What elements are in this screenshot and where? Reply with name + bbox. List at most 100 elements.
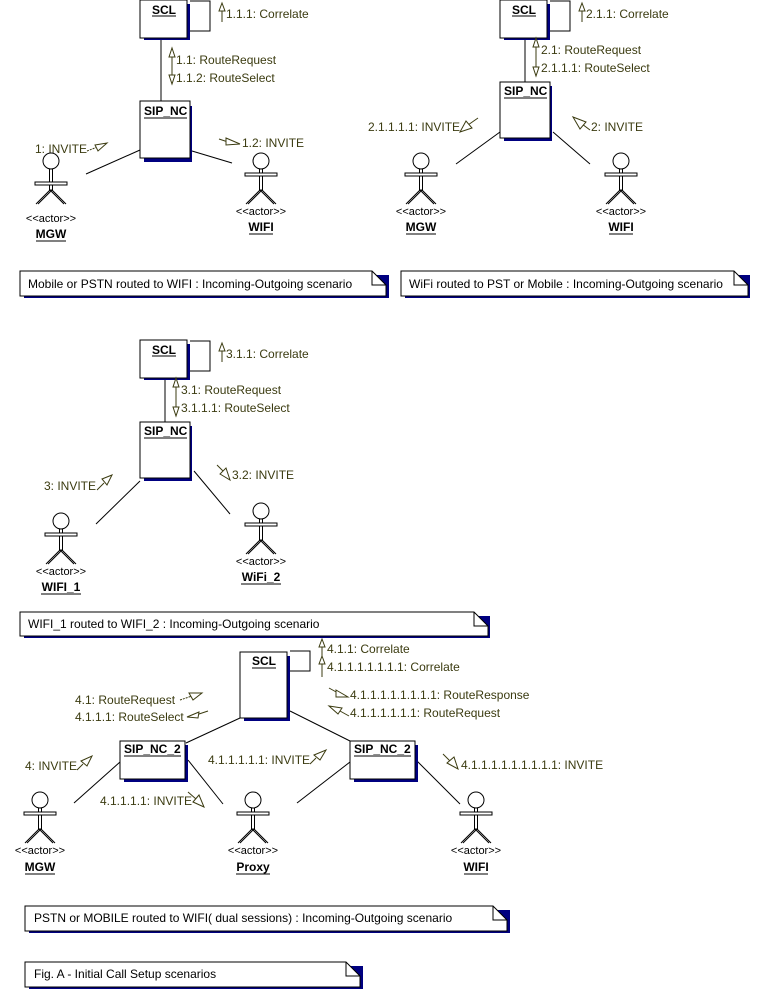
message-arrow-up-icon bbox=[218, 1, 226, 22]
message-label: 4.1.1.1.1.1.1.1: Correlate bbox=[327, 660, 460, 674]
message-label: 1.1.2: RouteSelect bbox=[176, 71, 275, 85]
message-label: 4.1.1.1.1: INVITE bbox=[100, 794, 192, 808]
message-label: 4.1.1: Correlate bbox=[327, 642, 410, 656]
svg-text:SCL: SCL bbox=[152, 3, 176, 17]
svg-text:<<actor>>: <<actor>> bbox=[236, 556, 286, 568]
link-sipnc-mgw bbox=[85, 149, 141, 175]
message-label: 4.1.1.1.1.1.1.1.1: RouteResponse bbox=[350, 688, 530, 702]
figure-caption-note: Fig. A - Initial Call Setup scenarios bbox=[24, 961, 363, 989]
message-arrow-updown-icon bbox=[532, 36, 540, 78]
actor-wifi1[interactable]: <<actor>> WIFI_1 bbox=[36, 512, 86, 595]
message-arrow-diagonal-icon bbox=[442, 753, 459, 771]
message-label: 2: INVITE bbox=[591, 120, 643, 134]
message-arrow-up-icon bbox=[578, 1, 586, 22]
link-sipnc-wifi bbox=[191, 150, 233, 164]
message-label: 1.1.1: Correlate bbox=[226, 7, 309, 21]
self-link-scl bbox=[190, 0, 211, 32]
message-arrow-diagonal-icon bbox=[86, 142, 109, 152]
svg-text:WIFI_1: WIFI_1 bbox=[42, 580, 81, 594]
link-sipnc-wifi1 bbox=[95, 480, 141, 525]
message-arrow-up-icon bbox=[318, 637, 326, 677]
message-label: 2.1.1: Correlate bbox=[586, 7, 669, 21]
svg-text:Fig. A - Initial Call Setup sc: Fig. A - Initial Call Setup scenarios bbox=[34, 967, 216, 981]
svg-text:WiFi_2: WiFi_2 bbox=[242, 570, 281, 584]
object-sipnc[interactable]: SIP_NC bbox=[139, 421, 192, 481]
message-arrow-diagonal-icon bbox=[186, 710, 209, 719]
link-sipnc-wifi bbox=[552, 131, 591, 165]
message-arrow-updown-icon bbox=[168, 46, 176, 86]
svg-text:<<actor>>: <<actor>> bbox=[26, 213, 76, 225]
message-arrow-updown-icon bbox=[172, 376, 180, 418]
svg-text:WIFI_1 routed to WIFI_2 : Inco: WIFI_1 routed to WIFI_2 : Incoming-Outgo… bbox=[28, 617, 320, 631]
message-label: 3.2: INVITE bbox=[232, 468, 294, 482]
stick-figure-icon bbox=[44, 512, 78, 565]
self-link-scl bbox=[550, 0, 571, 32]
message-arrow-diagonal-icon bbox=[328, 687, 350, 698]
svg-text:WIFI: WIFI bbox=[608, 220, 633, 234]
scenario-note: WIFI_1 routed to WIFI_2 : Incoming-Outgo… bbox=[19, 611, 490, 638]
actor-mgw[interactable]: <<actor>> MGW bbox=[396, 152, 446, 235]
message-label: 4.1.1.1: RouteSelect bbox=[75, 710, 184, 724]
object-scl[interactable]: SCL bbox=[139, 0, 190, 40]
message-arrow-diagonal-icon bbox=[187, 791, 205, 808]
actor-wifi[interactable]: <<actor>> WIFI bbox=[236, 152, 286, 235]
message-label: 4.1.1.1.1.1.1.1.1.1: INVITE bbox=[461, 758, 603, 772]
message-label: 1.2: INVITE bbox=[242, 136, 304, 150]
actor-wifi2[interactable]: <<actor>> WiFi_2 bbox=[236, 502, 286, 585]
scenario-note: PSTN or MOBILE routed to WIFI( dual sess… bbox=[24, 905, 510, 933]
svg-text:MGW: MGW bbox=[25, 860, 56, 874]
svg-text:WIFI: WIFI bbox=[248, 220, 273, 234]
object-sipnc[interactable]: SIP_NC bbox=[499, 81, 552, 141]
stick-figure-icon bbox=[23, 791, 57, 844]
object-sipnc2-left[interactable]: SIP_NC_2 bbox=[119, 740, 188, 782]
actor-wifi[interactable]: <<actor>> WIFI bbox=[451, 791, 501, 875]
object-scl[interactable]: SCL bbox=[499, 0, 550, 40]
stick-figure-icon bbox=[244, 502, 278, 555]
stick-figure-icon bbox=[236, 791, 270, 844]
message-arrow-diagonal-icon bbox=[96, 474, 114, 491]
message-label: 4: INVITE bbox=[25, 759, 77, 773]
svg-text:<<actor>>: <<actor>> bbox=[15, 845, 65, 857]
svg-text:SCL: SCL bbox=[152, 343, 176, 357]
object-sipnc2-right[interactable]: SIP_NC_2 bbox=[349, 740, 418, 782]
message-label: 4.1.1.1.1.1: INVITE bbox=[208, 753, 310, 767]
message-arrow-diagonal-icon bbox=[218, 137, 241, 146]
message-label: 4.1: RouteRequest bbox=[75, 693, 176, 707]
message-label: 3.1.1.1: RouteSelect bbox=[181, 401, 290, 415]
message-arrow-diagonal-icon bbox=[571, 116, 591, 131]
stick-figure-icon bbox=[404, 152, 438, 205]
message-arrow-up-icon bbox=[218, 341, 226, 362]
link-sipnc2b-wifi bbox=[415, 759, 461, 805]
link-scl-sipnc2b bbox=[289, 710, 351, 742]
message-arrow-diagonal-icon bbox=[76, 754, 94, 771]
svg-text:<<actor>>: <<actor>> bbox=[36, 566, 86, 578]
svg-text:SCL: SCL bbox=[512, 3, 536, 17]
link-sipnc2b-proxy bbox=[296, 761, 351, 804]
stick-figure-icon bbox=[459, 791, 493, 844]
message-label: 1: INVITE bbox=[35, 142, 87, 156]
actor-mgw[interactable]: <<actor>> MGW bbox=[26, 152, 76, 242]
svg-text:SCL: SCL bbox=[252, 654, 276, 668]
scenario-4: SCL SIP_NC_2 SIP_NC_2 4.1.1: Correlate 4… bbox=[15, 637, 603, 933]
stick-figure-icon bbox=[244, 152, 278, 205]
message-label: 3.1.1: Correlate bbox=[226, 347, 309, 361]
object-sipnc[interactable]: SIP_NC bbox=[139, 100, 192, 162]
object-scl[interactable]: SCL bbox=[139, 339, 190, 380]
object-scl[interactable]: SCL bbox=[239, 651, 290, 721]
svg-text:SIP_NC: SIP_NC bbox=[144, 104, 188, 118]
message-label: 3: INVITE bbox=[44, 479, 96, 493]
actor-wifi[interactable]: <<actor>> WIFI bbox=[596, 152, 646, 235]
scenario-3: SCL SIP_NC 3.1.1: Correlate 3.1: RouteRe… bbox=[19, 339, 490, 638]
message-label: 2.1.1.1: RouteSelect bbox=[541, 61, 650, 75]
scenario-1: SCL SIP_NC 1.1.1: Correlate 1.1: RouteRe… bbox=[19, 0, 389, 298]
link-sipnc-wifi2 bbox=[193, 470, 231, 515]
actor-mgw[interactable]: <<actor>> MGW bbox=[15, 791, 65, 875]
scenario-2: SCL SIP_NC 2.1.1: Correlate 2.1: RouteRe… bbox=[368, 0, 750, 298]
actor-proxy[interactable]: <<actor>> Proxy bbox=[228, 791, 278, 875]
self-link-scl bbox=[290, 650, 311, 672]
message-arrow-diagonal-icon bbox=[179, 692, 204, 701]
svg-text:MGW: MGW bbox=[36, 227, 67, 241]
svg-text:Mobile or PSTN routed to WIFI: Mobile or PSTN routed to WIFI : Incoming… bbox=[28, 277, 352, 291]
stick-figure-icon bbox=[34, 152, 68, 205]
